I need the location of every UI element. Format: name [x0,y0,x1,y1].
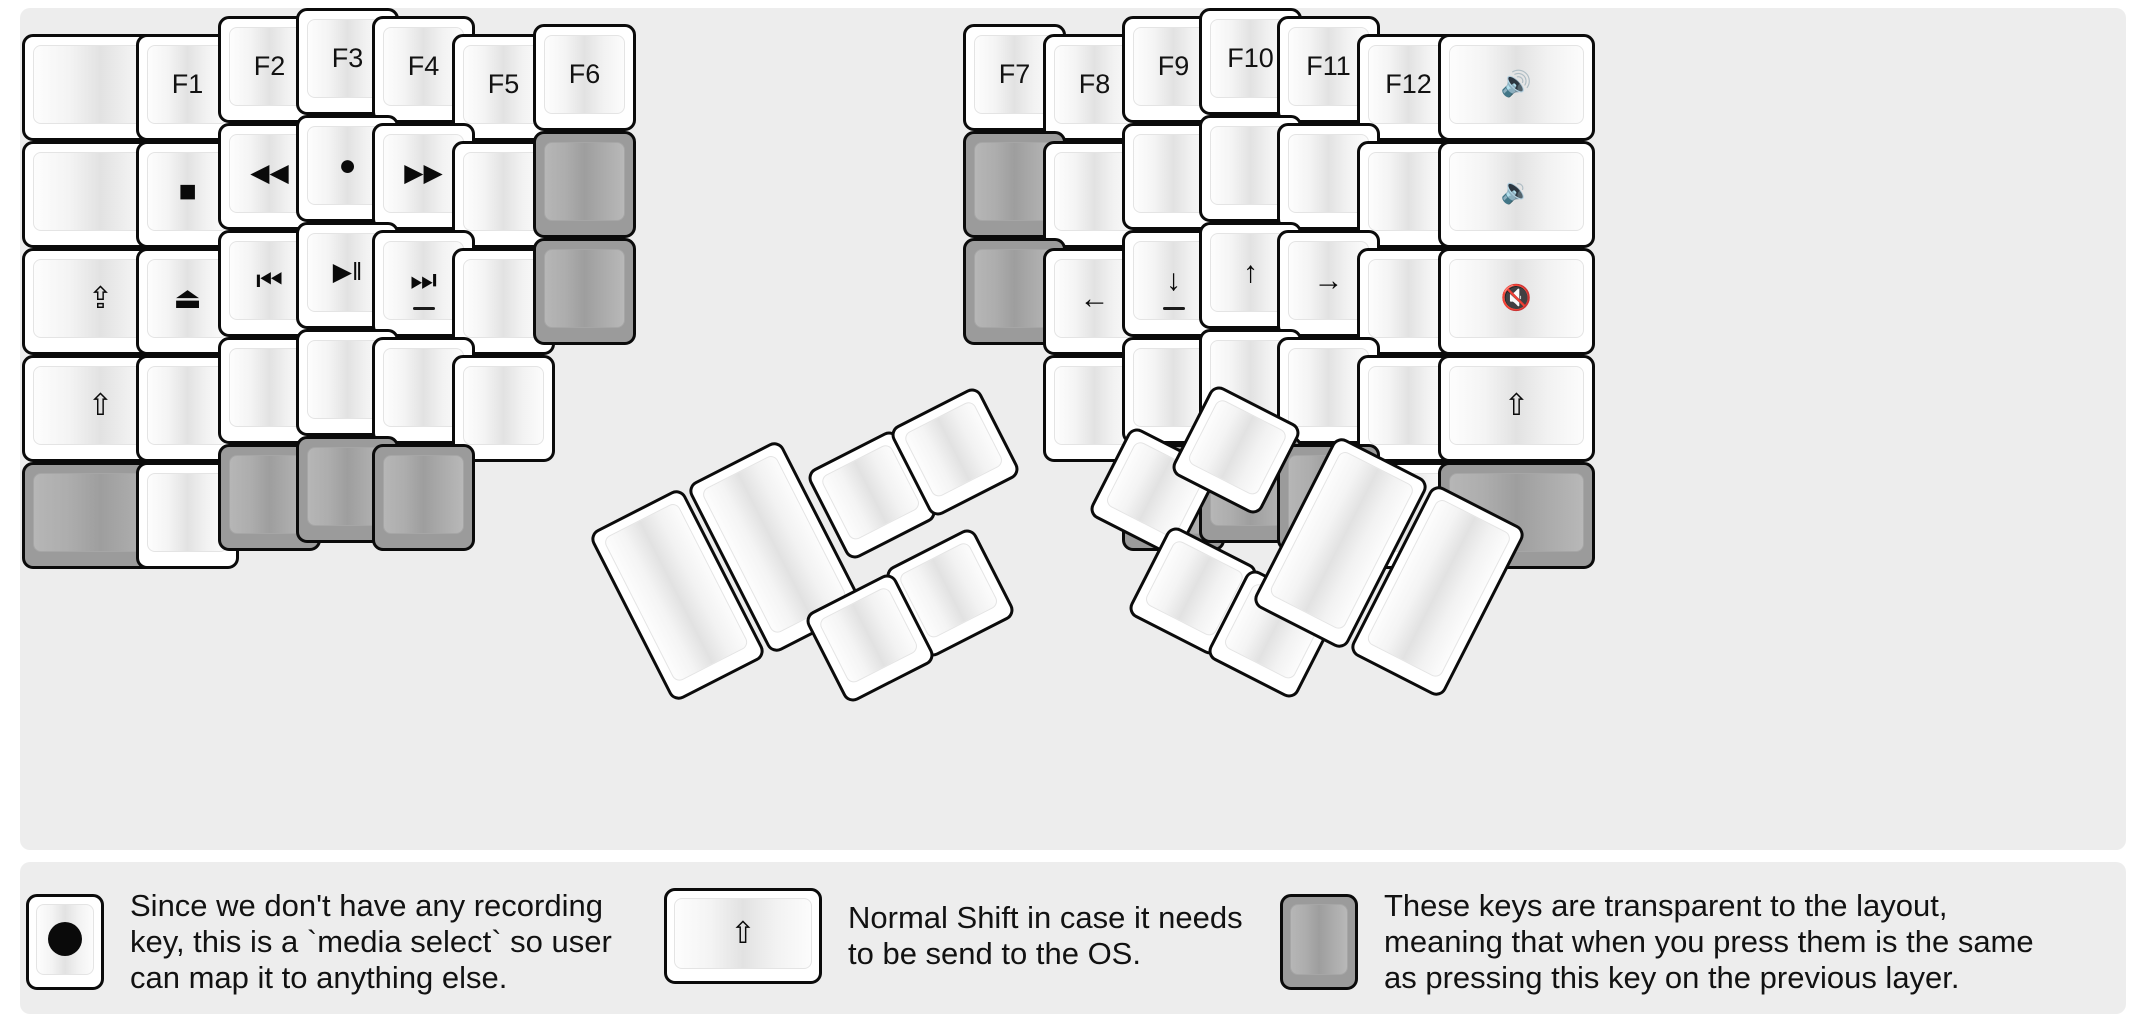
legend-key-cap [1290,903,1348,975]
key-cap [974,249,1055,328]
stop-icon: ■ [178,174,197,208]
eject-icon: ⏏ [173,281,202,315]
key-cap [1054,366,1135,445]
key-cap: 🔊 [1449,45,1584,124]
key-cap [383,348,464,427]
homing-bump-indicator [1162,307,1185,310]
key-cap [383,455,464,534]
key-label: F10 [1227,43,1274,73]
legend-key-cap: ⇧ [674,898,812,969]
right-pinky-outer-key-2[interactable]: 🔉 [1438,141,1595,248]
key-cap [817,585,920,686]
key-cap: → [1288,241,1369,320]
left-pinky-key-4[interactable] [136,355,239,462]
key-cap [1186,397,1289,498]
legend-description-1: Since we don't have any recording key, t… [130,888,612,995]
previous-track-icon: ⏮ [256,263,283,297]
key-label: F9 [1157,51,1190,81]
key-cap [974,142,1055,221]
record-icon: ● [338,148,357,182]
legend-key-cap [36,903,94,975]
legend-item-1: Since we don't have any recording key, t… [26,888,612,996]
legend-item-2: ⇧ Normal Shift in case it needs to be sen… [664,888,1243,984]
left-index-key-5[interactable] [372,444,475,551]
left-inner-key-4[interactable] [452,355,555,462]
shift-icon: ⇧ [730,916,756,950]
key-cap [902,399,1005,500]
key-cap: F6 [544,35,625,114]
volume-up-icon: 🔊 [1500,70,1533,98]
key-cap: ⏭ [383,241,464,320]
left-inner-extra-key-3[interactable] [533,238,636,345]
key-cap: ▶▶ [383,134,464,213]
key-cap: ⏏ [147,259,228,338]
left-pinky-key-3[interactable]: ⏏ [136,248,239,355]
key-cap [1368,366,1449,445]
key-label: F4 [407,51,440,81]
shift-icon: ⇧ [87,388,114,422]
arrow-down-icon: ↓ [1166,263,1181,297]
left-index-key-2[interactable]: ▶▶ [372,123,475,230]
key-label: F12 [1385,69,1432,99]
key-cap: 🔉 [1449,152,1584,231]
legend-item-3: These keys are transparent to the layout… [1280,888,2034,996]
shift-icon: ⇧ [1503,388,1530,422]
fast-forward-icon: ▶▶ [404,159,443,187]
key-cap: F12 [1368,45,1449,124]
legend-key-1 [26,893,104,990]
right-pinky-outer-key-1[interactable]: 🔊 [1438,34,1595,141]
key-label: F1 [171,69,204,99]
rewind-icon: ◀◀ [250,159,289,187]
key-label: F7 [998,59,1031,89]
legend-description-3: These keys are transparent to the layout… [1384,888,2034,995]
key-label: F11 [1306,51,1351,81]
key-label: F6 [568,59,601,89]
key-cap [463,152,544,231]
key-cap [1054,152,1135,231]
volume-mute-icon: 🔇 [1500,284,1533,312]
key-cap: F7 [974,35,1055,114]
key-cap [544,249,625,328]
key-cap [1368,152,1449,231]
right-pinky-outer-key-3[interactable]: 🔇 [1438,248,1595,355]
key-cap [544,142,625,221]
key-label: F3 [331,43,364,73]
homing-bump-indicator [412,307,435,310]
left-inner-extra-key-2[interactable] [533,131,636,238]
legend-key-3 [1280,893,1358,990]
play-pause-icon: ▶‖ [332,258,363,286]
legend-panel [20,862,2126,1014]
key-cap: ■ [147,152,228,231]
next-track-icon: ⏭ [410,263,437,297]
key-cap: F1 [147,45,228,124]
key-cap [147,366,228,445]
key-cap [463,259,544,338]
record-icon [48,922,82,957]
key-cap: ← [1054,259,1135,338]
legend-description-2: Normal Shift in case it needs to be send… [848,900,1243,971]
arrow-left-icon: ← [1079,281,1110,315]
key-cap: ⇧ [1449,366,1584,445]
key-cap [1368,259,1449,338]
right-pinky-outer-key-4[interactable]: ⇧ [1438,355,1595,462]
caps-lock-icon: ⇪ [87,281,114,315]
key-cap [463,366,544,445]
key-label: F8 [1078,69,1111,99]
volume-down-icon: 🔉 [1500,177,1533,205]
key-cap [147,473,228,552]
arrow-right-icon: → [1313,263,1344,297]
arrow-up-icon: ↑ [1243,255,1258,289]
key-cap [1288,134,1369,213]
legend-key-2: ⇧ [664,888,822,984]
key-cap: 🔇 [1449,259,1584,338]
key-cap: F5 [463,45,544,124]
key-label: F2 [253,51,286,81]
left-inner-extra-key-1[interactable]: F6 [533,24,636,131]
key-label: F5 [487,69,520,99]
